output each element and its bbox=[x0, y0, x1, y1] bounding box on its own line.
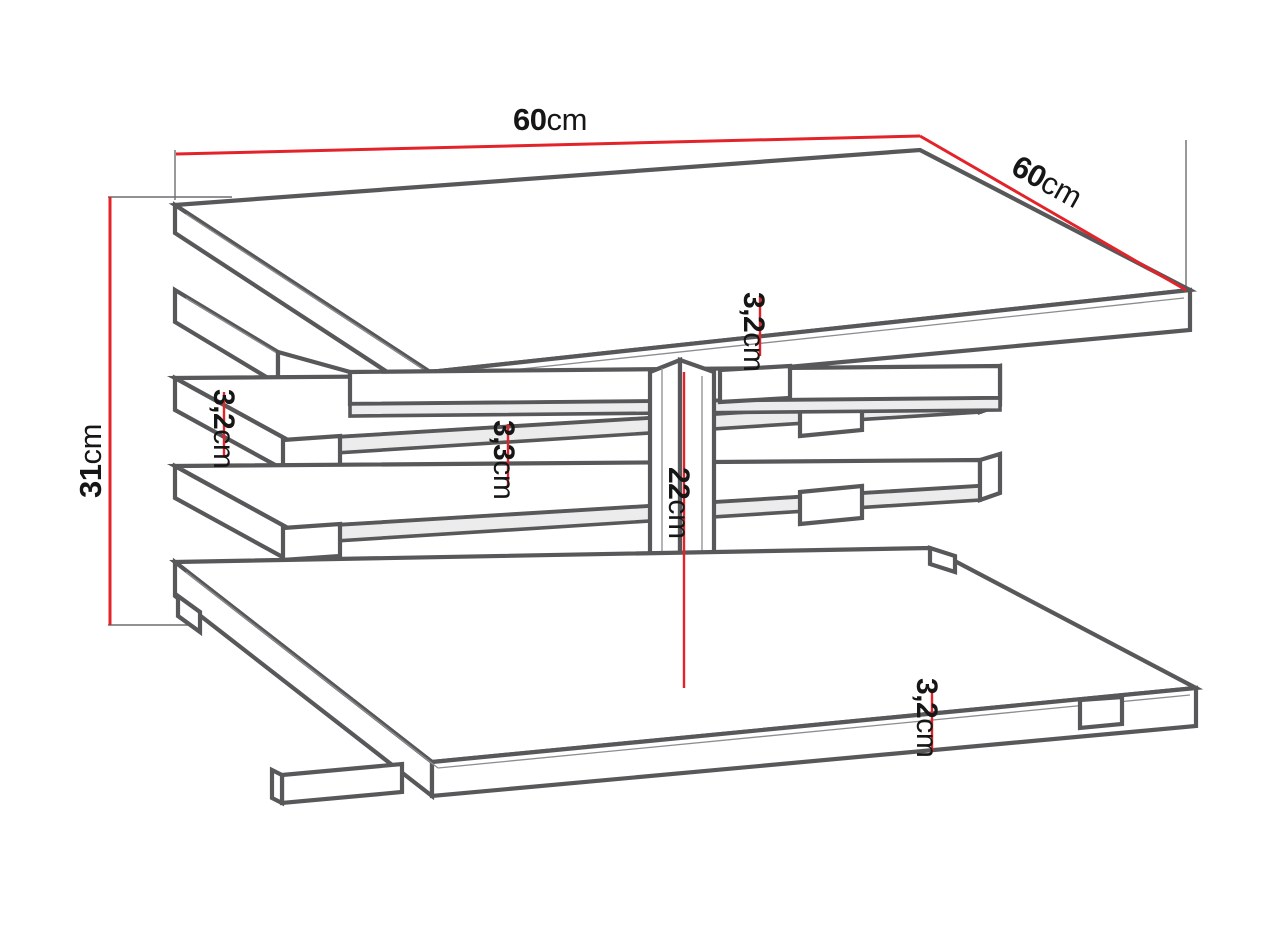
extension-lines bbox=[108, 140, 1187, 626]
dimension-label-slat-thickness: 3,2cm bbox=[207, 389, 240, 469]
dimension-label-base-thickness: 3,2cm bbox=[910, 678, 943, 758]
dimension-label-top-width: 60cm bbox=[513, 102, 588, 137]
dimension-label-slat-gap: 3,3cm bbox=[487, 420, 520, 500]
dimension-line-top-depth bbox=[919, 134, 1187, 292]
dimension-label-total-height: 31cm bbox=[73, 423, 108, 498]
slat-bar-3 bbox=[166, 451, 1003, 564]
dimension-label-post-height: 22cm bbox=[662, 467, 695, 539]
dimension-lines bbox=[108, 134, 1187, 752]
base-panel bbox=[169, 545, 1204, 801]
dimension-label-top-thickness: 3,2cm bbox=[737, 292, 770, 372]
table-top-panel bbox=[168, 147, 1198, 404]
feet bbox=[175, 545, 1125, 807]
dimension-line-top-width bbox=[175, 134, 921, 156]
